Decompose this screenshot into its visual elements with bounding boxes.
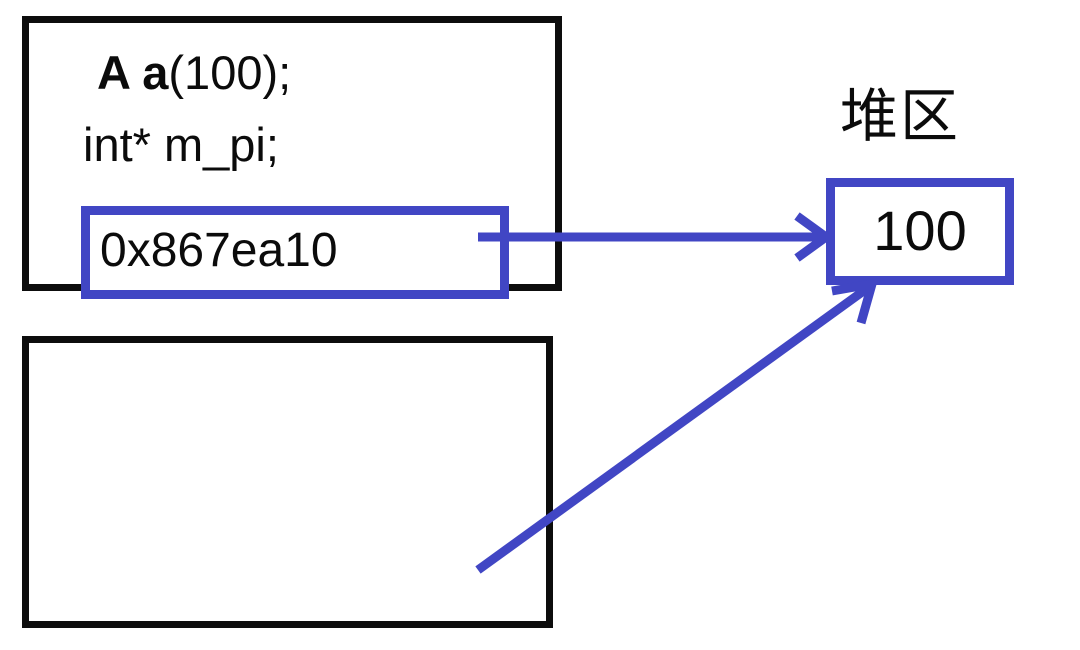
member-declaration-a-text: int* m_pi;: [83, 118, 279, 171]
declaration-a-type-name: A a: [97, 46, 169, 99]
object-box-a: A a(100); int* m_pi; 0x867ea10: [22, 16, 562, 299]
declaration-a: A a(100);: [97, 49, 291, 96]
heap-value: 100: [873, 198, 967, 262]
heap-value-box: 100: [826, 178, 1014, 285]
pointer-value-box-a: 0x867ea10: [81, 206, 509, 299]
heap-region-label: 堆区: [840, 84, 961, 149]
object-box-b: A b( a ); int* m_pi; 0x867ea10: [22, 336, 553, 628]
declaration-a-args: (100);: [168, 46, 292, 99]
pointer-value-a: 0x867ea10: [100, 224, 338, 277]
member-declaration-a: int* m_pi;: [83, 121, 279, 168]
